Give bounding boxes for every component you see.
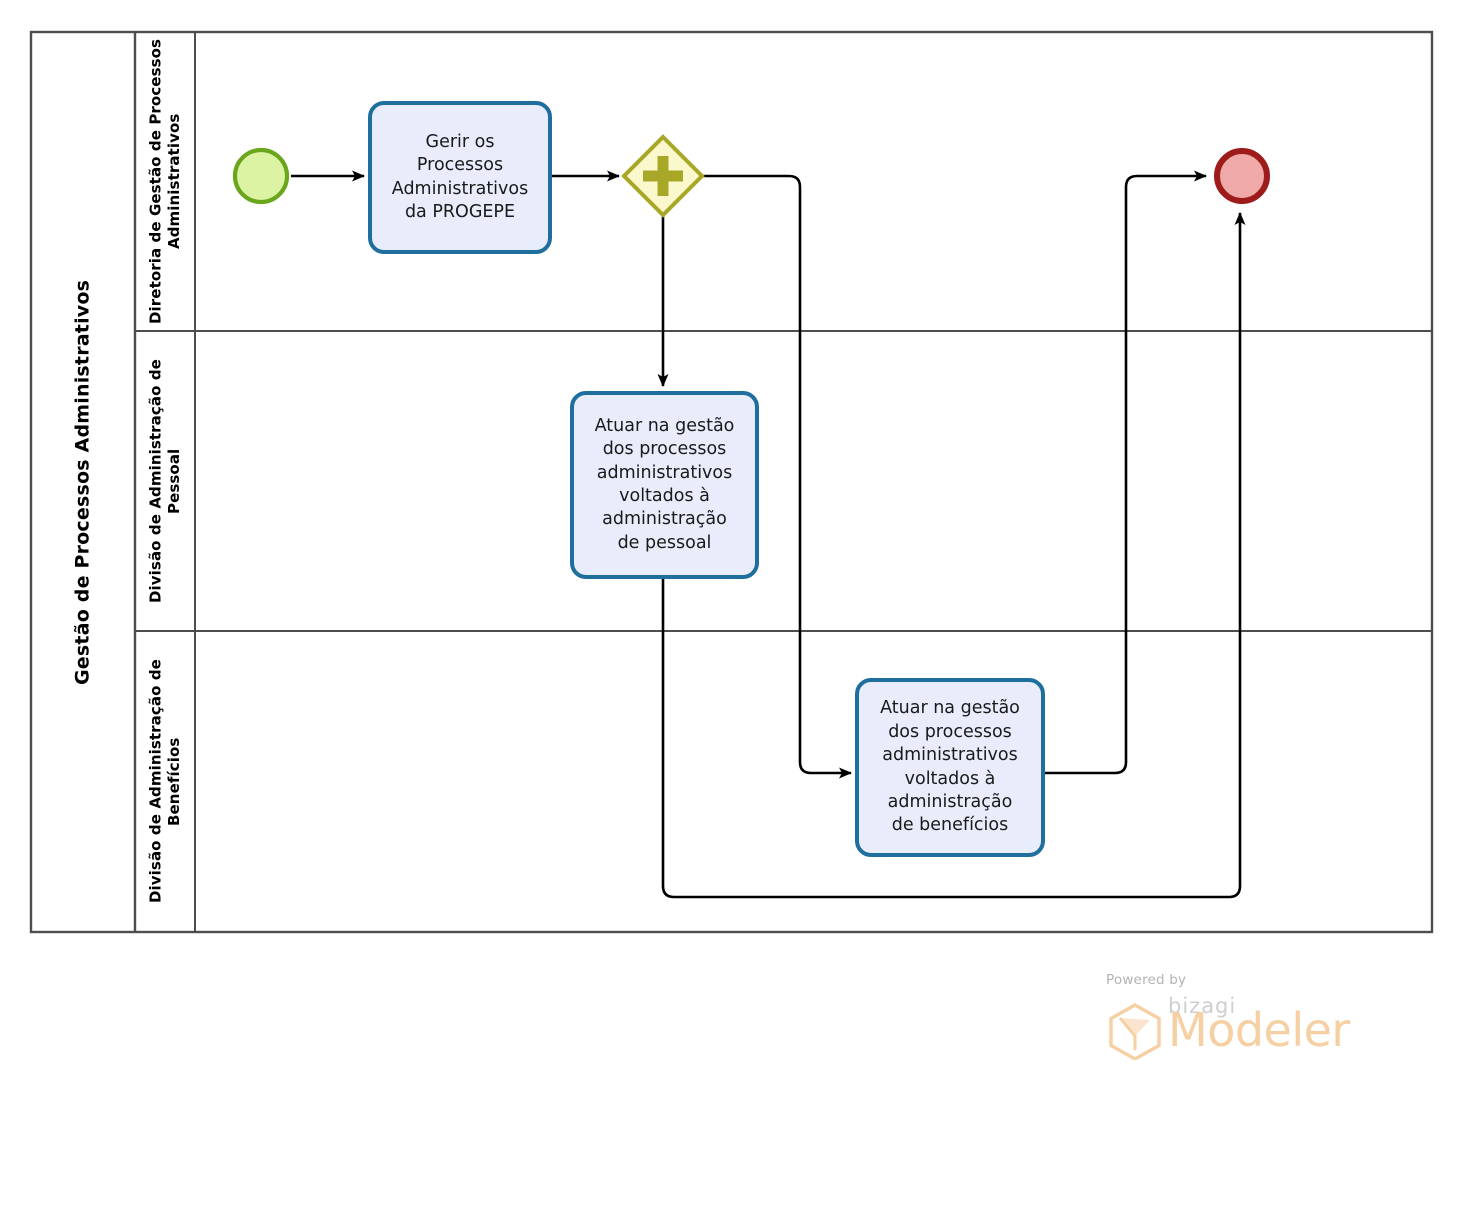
task-atuar-beneficios[interactable] [855,678,1045,857]
flow-gateway-to-beneficios [702,174,852,779]
sequence-flows [291,170,1246,899]
start-event[interactable] [232,147,290,205]
lane-label-pessoal: Divisão de Administração de Pessoal [146,359,183,603]
end-event[interactable] [1214,148,1270,204]
flow-pessoal-to-end [661,212,1246,899]
powered-by-label: Powered by [1106,972,1187,988]
parallel-gateway[interactable] [621,134,705,218]
lane-label-diretoria: Diretoria de Gestão de Processos Adminis… [146,38,183,325]
modeler-wordmark: Modeler [1168,1003,1350,1057]
task-atuar-pessoal[interactable] [570,391,759,579]
bizagi-hexagon-icon [1109,1003,1161,1060]
task-gerir-processos[interactable] [368,101,552,254]
flow-beneficios-to-end [1043,170,1207,775]
bizagi-wordmark: bizagi [1168,994,1237,1018]
lane-dividers [135,330,1432,632]
bizagi-modeler-logo: Powered by bizagi Modeler [1106,972,1366,1062]
pool-title: Gestão de Processos Administrativos [71,279,94,685]
lane-label-beneficios: Divisão de Administração de Benefícios [146,659,183,904]
